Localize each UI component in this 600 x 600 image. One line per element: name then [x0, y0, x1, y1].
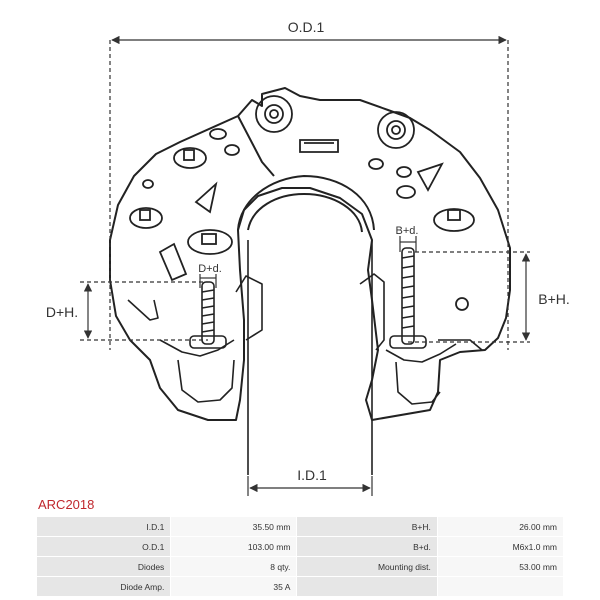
dimension-lines — [80, 35, 531, 496]
spec-value: 53.00 mm — [436, 556, 565, 577]
table-row: Diodes 8 qty. Mounting dist. 53.00 mm — [35, 556, 565, 577]
rectifier-drawing: O.D.1 I.D.1 D+H. D+d. B+H. B+d. — [46, 19, 570, 496]
dd-label: D+d. — [198, 263, 222, 275]
dh-label: D+H. — [46, 304, 78, 320]
spec-value — [436, 576, 565, 597]
spec-label: B+d. — [296, 536, 438, 557]
spec-value: 35 A — [170, 576, 298, 597]
spec-label: O.D.1 — [35, 536, 172, 557]
part-code: ARC2018 — [38, 497, 95, 512]
od-label: O.D.1 — [288, 19, 325, 35]
table-row: Diode Amp. 35 A — [35, 576, 565, 597]
bh-label: B+H. — [538, 291, 570, 307]
spec-value: 26.00 mm — [436, 516, 565, 537]
spec-label: Diode Amp. — [35, 576, 172, 597]
spec-value: 35.50 mm — [170, 516, 298, 537]
bd-label: B+d. — [396, 225, 419, 237]
rectifier-body — [109, 87, 511, 475]
spec-value: 8 qty. — [170, 556, 298, 577]
spec-label: Mounting dist. — [296, 556, 438, 577]
id-label: I.D.1 — [297, 467, 327, 483]
table-row: O.D.1 103.00 mm B+d. M6x1.0 mm — [35, 536, 565, 557]
spec-table: I.D.1 35.50 mm B+H. 26.00 mm O.D.1 103.0… — [35, 516, 565, 597]
table-row: I.D.1 35.50 mm B+H. 26.00 mm — [35, 516, 565, 537]
spec-value: 103.00 mm — [170, 536, 298, 557]
spec-label: Diodes — [35, 556, 172, 577]
spec-label: B+H. — [296, 516, 438, 537]
left-stud — [189, 281, 227, 349]
spec-value: M6x1.0 mm — [436, 536, 565, 557]
right-stud — [389, 247, 427, 349]
diode-details — [129, 95, 475, 311]
spec-label: I.D.1 — [35, 516, 172, 537]
spec-label — [296, 576, 438, 597]
